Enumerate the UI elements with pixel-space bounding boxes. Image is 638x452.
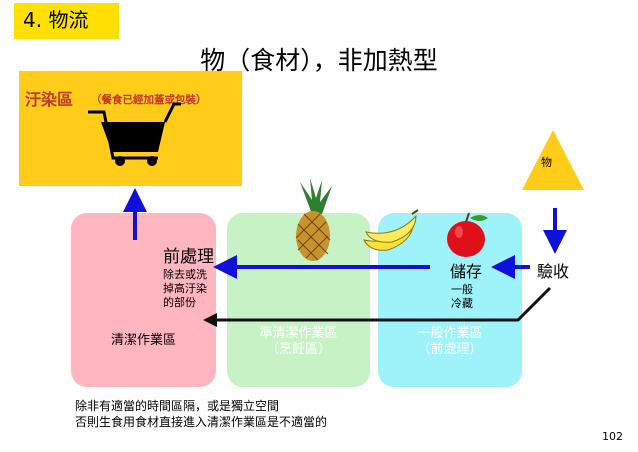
pineapple-icon (295, 178, 332, 261)
general-zone-name-line: 一般作業區 (417, 326, 483, 341)
preprocess-desc-line: 掉高汙染 (163, 282, 207, 295)
storage-desc-line: 冷藏 (451, 297, 473, 310)
preprocess-desc-line: 除去或洗 (163, 268, 207, 281)
general-zone-name-line: （前處理） (417, 342, 483, 357)
semi-clean-zone-name-line: 準清潔作業區 (259, 326, 338, 341)
goods-label: 物 (541, 156, 552, 169)
receive-title: 驗收 (537, 262, 570, 281)
clean-zone-name: 清潔作業區 (110, 333, 176, 348)
preprocess-title: 前處理 (163, 247, 214, 267)
storage-title: 儲存 (450, 262, 483, 281)
clean-zone (71, 213, 216, 387)
goods-triangle (522, 130, 584, 190)
dirty-zone-label: 汙染區 (25, 90, 74, 109)
slide-title: 物（食材），非加熱型 (200, 46, 438, 75)
preprocess-desc: 除去或洗 掉高汙染 的部份 (163, 268, 223, 310)
footnote-line: 除非有適當的時間區隔，或是獨立空間 (75, 399, 280, 413)
storage-desc: 一般 冷藏 (451, 283, 491, 311)
footnote-line: 否則生食用食材直接進入清潔作業區是不適當的 (75, 415, 328, 429)
page-number: 102 (602, 430, 623, 443)
general-zone-name: 一般作業區 （前處理） (378, 326, 522, 358)
footnote: 除非有適當的時間區隔，或是獨立空間 否則生食用食材直接進入清潔作業區是不適當的 (75, 398, 435, 430)
preprocess-desc-line: 的部份 (163, 296, 196, 309)
semi-clean-zone-name-line: （烹飪區） (265, 342, 331, 357)
shopping-cart-icon (88, 102, 181, 166)
storage-desc-line: 一般 (451, 283, 473, 296)
apple-icon (447, 212, 488, 257)
section-tag-label: 4. 物流 (23, 8, 89, 32)
semi-clean-zone-name: 準清潔作業區 （烹飪區） (227, 326, 370, 358)
arrow-bypass-to-clean-zone (215, 286, 552, 322)
arrow-bypass-head (203, 313, 217, 327)
banana-icon (363, 209, 419, 251)
section-tag: 4. 物流 (14, 3, 119, 39)
